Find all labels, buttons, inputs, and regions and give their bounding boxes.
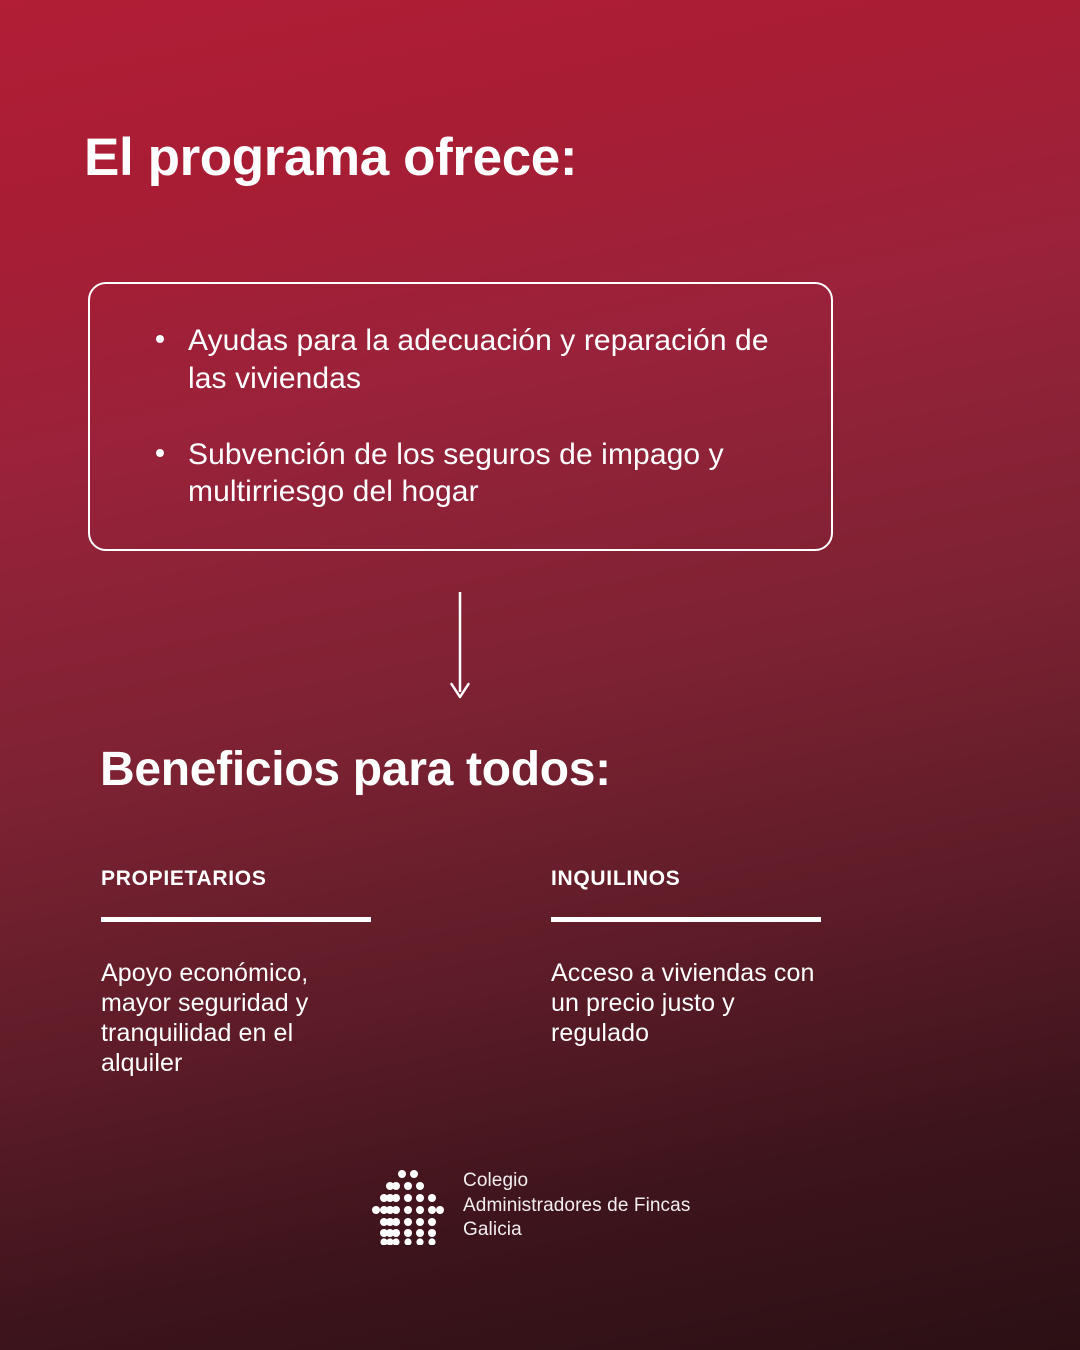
bullet-dot-icon	[156, 448, 164, 457]
arrow-down-icon	[447, 592, 473, 704]
column-title: PROPIETARIOS	[101, 867, 267, 890]
column-title: INQUILINOS	[551, 867, 681, 890]
list-item-label: Ayudas para la adecuación y reparación d…	[188, 324, 769, 395]
benefits-column-propietarios: PROPIETARIOS Apoyo económico, mayor segu…	[101, 868, 371, 1078]
column-divider	[551, 917, 821, 922]
bullet-dot-icon	[156, 335, 164, 343]
logo: Colegio Administradores de Fincas Galici…	[371, 1167, 690, 1245]
list-item: Subvención de los seguros de impago y mu…	[152, 436, 803, 512]
list-item-label: Subvención de los seguros de impago y mu…	[188, 437, 724, 509]
benefits-columns: PROPIETARIOS Apoyo económico, mayor segu…	[101, 868, 981, 1078]
column-divider	[101, 917, 371, 922]
benefits-column-inquilinos: INQUILINOS Acceso a viviendas con un pre…	[551, 868, 821, 1078]
offer-bullet-list: Ayudas para la adecuación y reparación d…	[152, 322, 803, 511]
page-title: El programa ofrece:	[84, 128, 578, 187]
column-body-text: Apoyo económico, mayor seguridad y tranq…	[101, 959, 309, 1077]
logo-text: Colegio Administradores de Fincas Galici…	[463, 1169, 691, 1241]
offer-bullet-box: Ayudas para la adecuación y reparación d…	[88, 282, 833, 551]
list-item: Ayudas para la adecuación y reparación d…	[152, 322, 803, 398]
section-title-benefits: Beneficios para todos:	[100, 743, 611, 796]
column-body-text: Acceso a viviendas con un precio justo y…	[551, 959, 815, 1047]
house-dot-matrix-logo-icon	[372, 1170, 444, 1245]
